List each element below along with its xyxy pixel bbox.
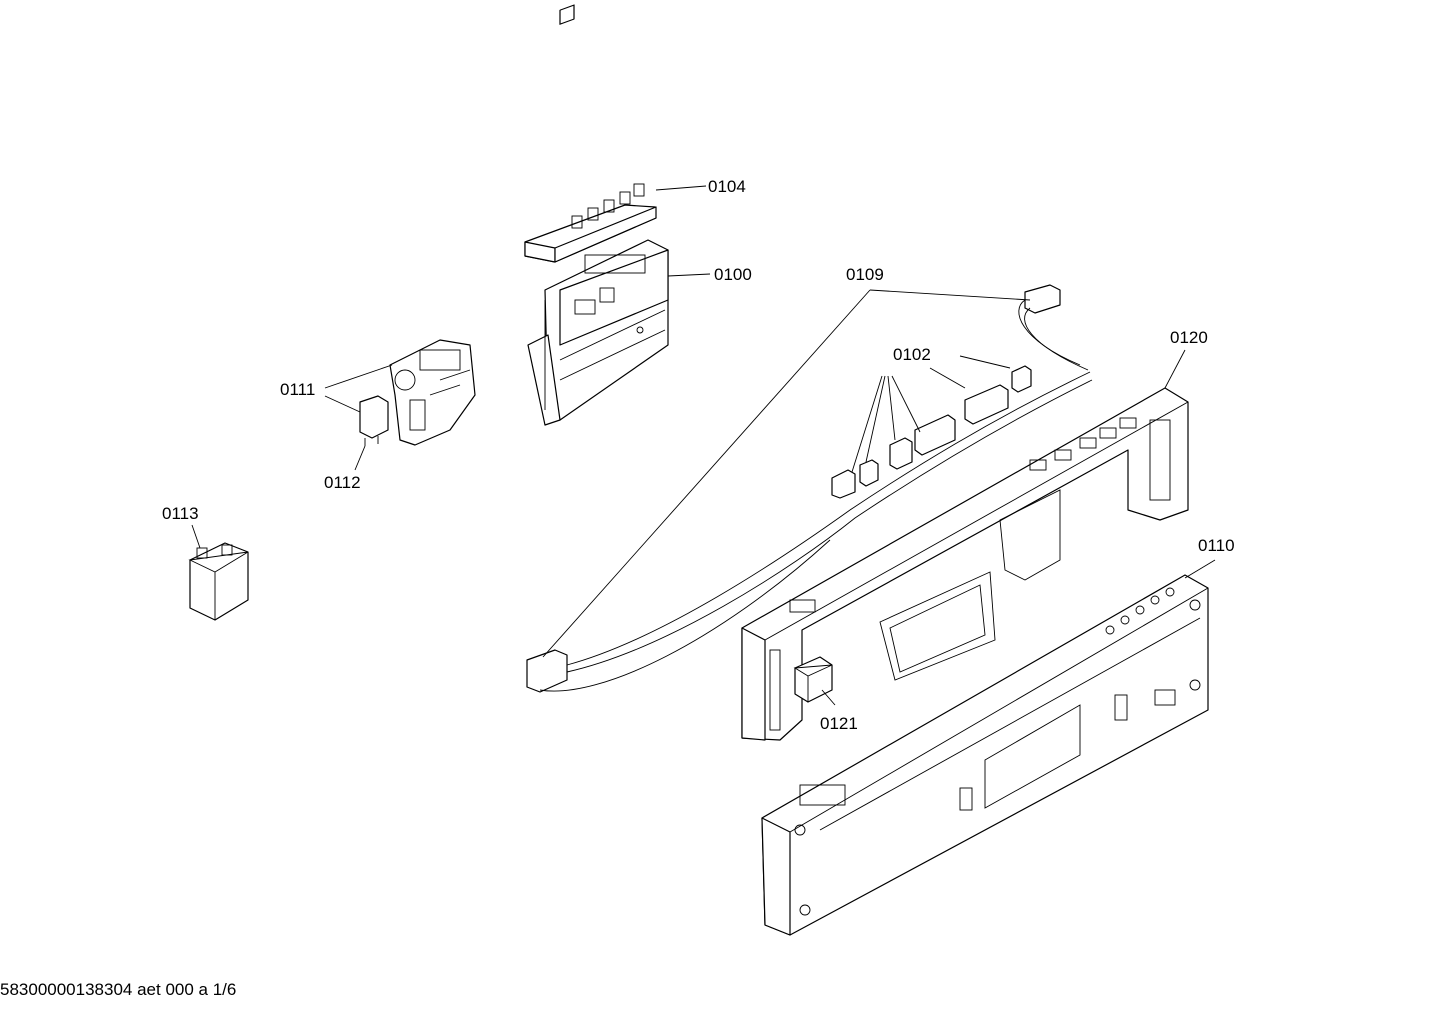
leader-lines xyxy=(191,185,1216,706)
part-0102-connectors[interactable] xyxy=(831,365,1032,499)
label-0102: 0102 xyxy=(893,345,931,364)
label-0121: 0121 xyxy=(820,714,858,733)
part-0112-capacitor[interactable] xyxy=(359,395,389,446)
label-0109: 0109 xyxy=(846,265,884,284)
label-0112: 0112 xyxy=(324,473,361,492)
label-0120: 0120 xyxy=(1170,328,1208,347)
document-id-footer: 58300000138304 aet 000 a 1/6 xyxy=(0,980,237,999)
part-0111-switch-assembly[interactable] xyxy=(389,339,476,446)
label-0104: 0104 xyxy=(708,177,746,196)
part-0113-relay[interactable] xyxy=(188,542,249,621)
label-0100: 0100 xyxy=(714,265,752,284)
label-0111: 0111 xyxy=(280,380,315,399)
part-0110-housing[interactable] xyxy=(761,574,1209,936)
part-0100-control-module[interactable] xyxy=(527,239,669,426)
part-labels: 0104 0100 0109 0102 0120 0111 0112 0113 … xyxy=(162,177,1235,733)
part-0104-button-strip[interactable] xyxy=(524,4,657,263)
part-0120-panel-frame[interactable] xyxy=(741,387,1189,741)
label-0113: 0113 xyxy=(162,504,199,523)
label-0110: 0110 xyxy=(1198,536,1235,555)
part-0109-wiring-harness[interactable] xyxy=(526,284,1093,693)
